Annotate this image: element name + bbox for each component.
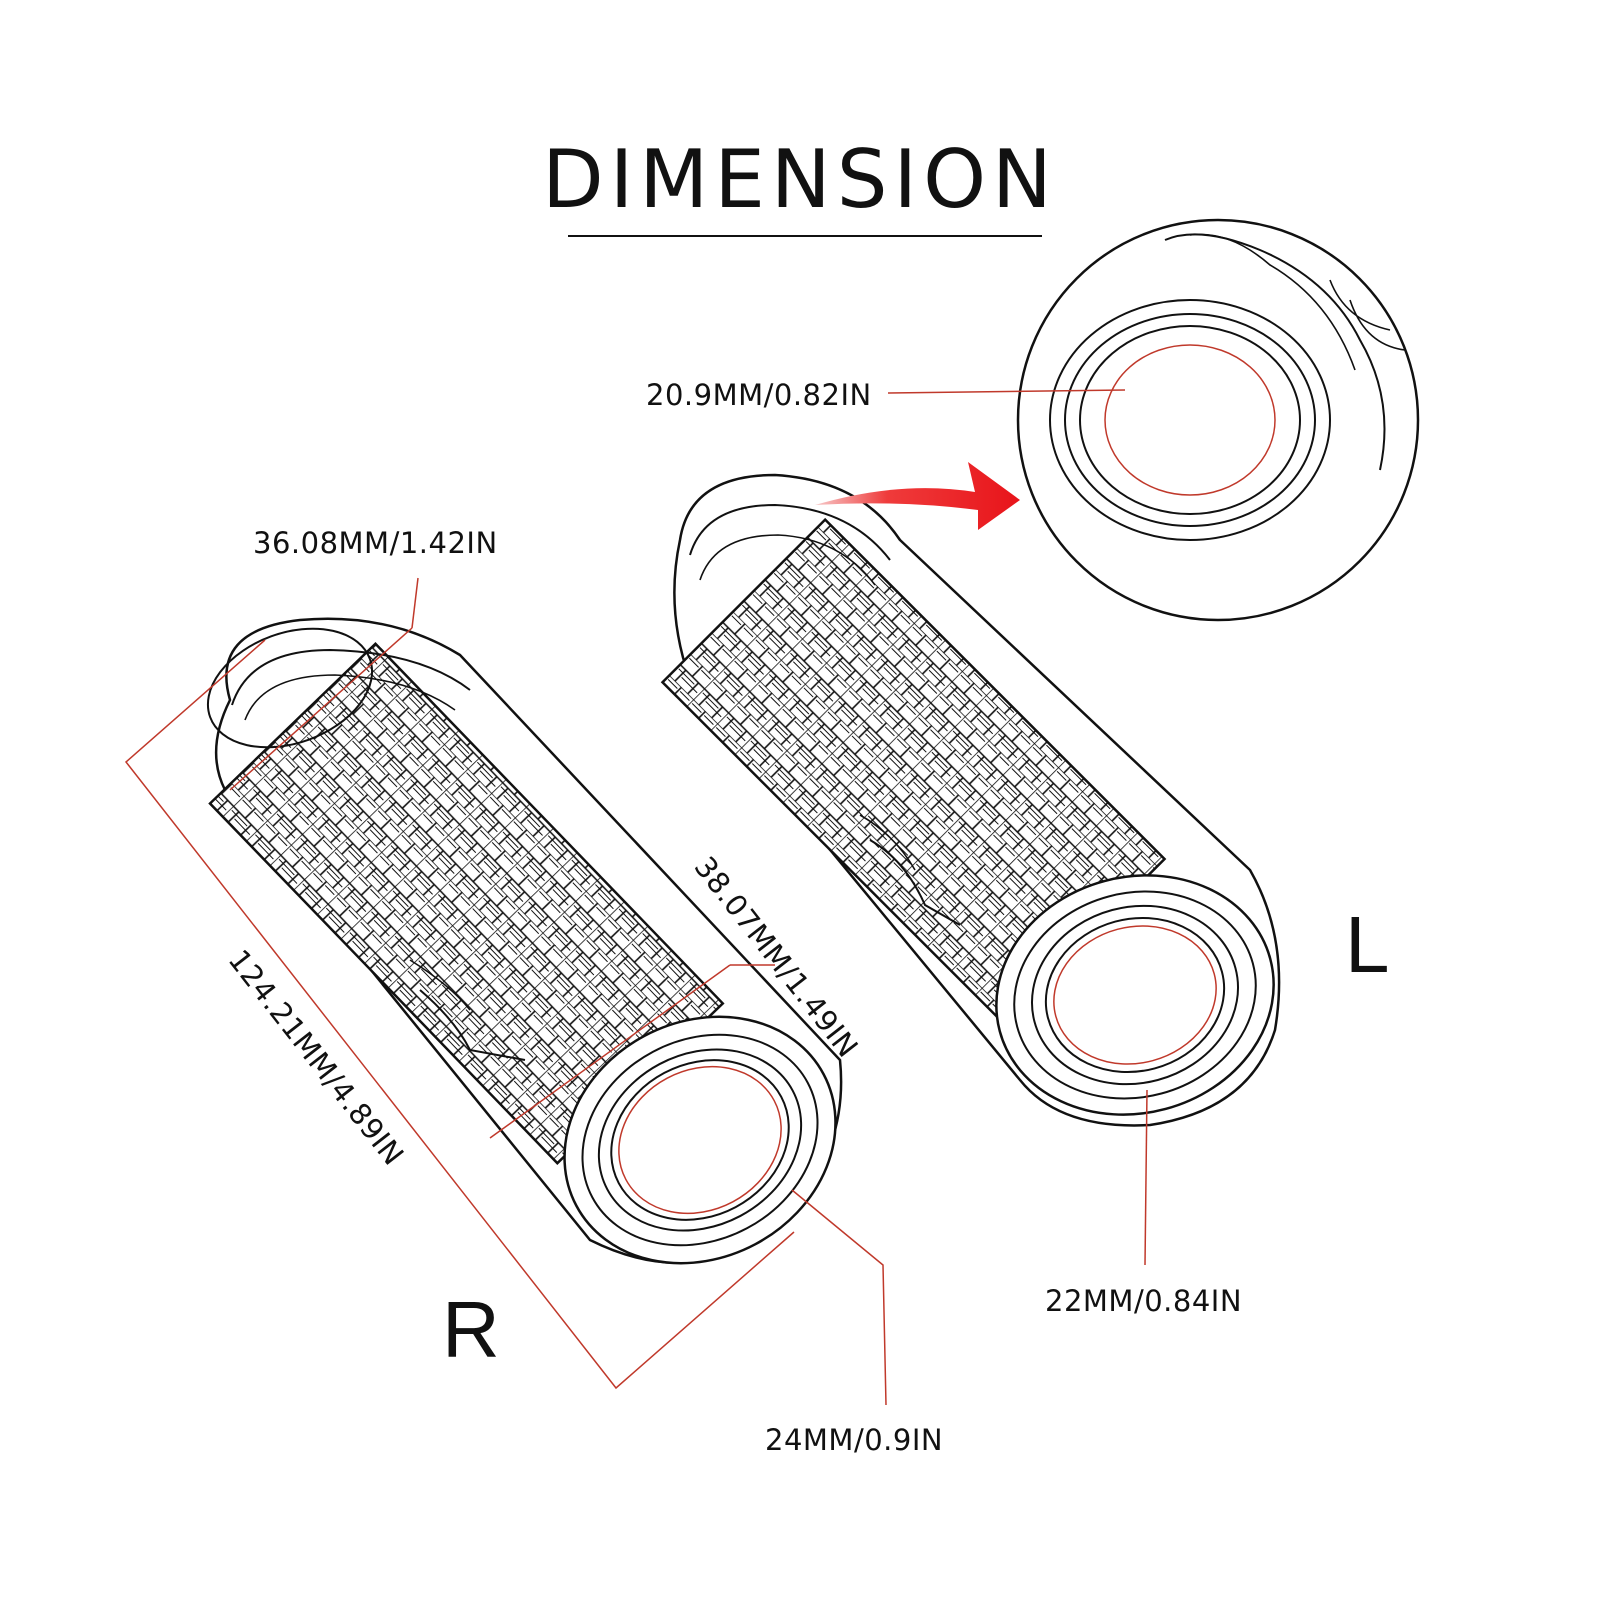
left-grip	[660, 473, 1281, 1127]
right-grip-bore	[610, 1059, 790, 1221]
leader-end-outer	[411, 577, 419, 629]
leader-length	[124, 639, 795, 1390]
left-grip-bore	[1044, 916, 1226, 1074]
right-grip-back-end	[206, 627, 374, 749]
zoom-detail	[1016, 218, 1420, 622]
zoom-arrow	[815, 462, 1020, 530]
left-side-label: L	[1345, 900, 1390, 989]
right-side-label: R	[442, 1285, 500, 1374]
label-r-bore: 24MM/0.9IN	[765, 1423, 944, 1457]
zoom-circle	[1016, 218, 1420, 622]
zoom-bore	[1104, 344, 1276, 496]
right-grip	[206, 617, 843, 1265]
leader-l-bore	[1144, 1089, 1148, 1266]
dimension-lines	[124, 389, 1148, 1406]
leader-inner-zoom	[887, 389, 1126, 394]
leader-r-bore	[791, 1189, 887, 1406]
label-inner-zoom: 20.9MM/0.82IN	[646, 378, 872, 412]
label-l-bore: 22MM/0.84IN	[1045, 1284, 1243, 1318]
page-title: DIMENSION	[542, 133, 1058, 226]
label-end-outer: 36.08MM/1.42IN	[253, 526, 498, 560]
